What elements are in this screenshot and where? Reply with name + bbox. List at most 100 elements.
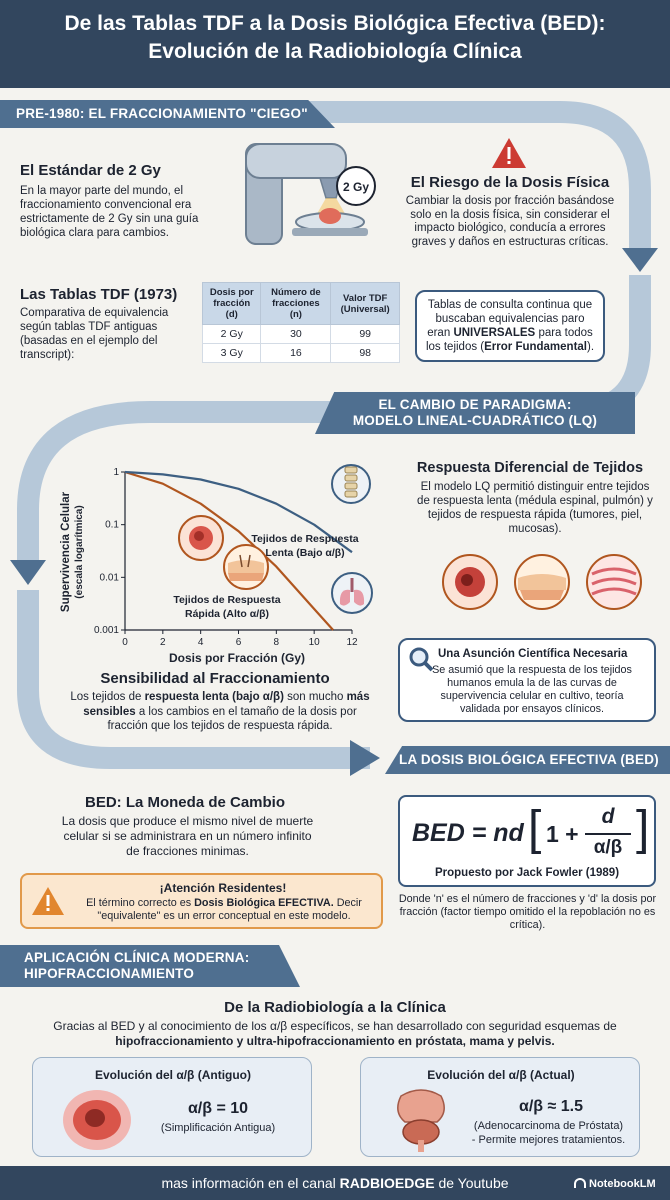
- assumption-title: Una Asunción Científica Necesaria: [438, 648, 628, 660]
- formula-fraction-bar: [585, 833, 631, 835]
- sensitivity-text-bold: respuesta lenta (bajo α/β): [144, 691, 284, 703]
- brand-name: NotebookLM: [589, 1178, 656, 1190]
- tdf-table: Dosis por fracción (d) Número de fraccio…: [201, 282, 400, 363]
- x-axis-label: Dosis por Fracción (Gy): [169, 651, 305, 665]
- machine-label: 2 Gy: [343, 180, 369, 194]
- callout-bold: UNIVERSALES: [453, 327, 536, 339]
- standard-title: El Estándar de 2 Gy: [20, 162, 161, 179]
- bed-formula-box: BED = nd [ 1 + d α/β ] Propuesto por Jac…: [398, 795, 656, 887]
- old-card-title: Evolución del α/β (Antiguo): [94, 1068, 252, 1082]
- table-header: Dosis por fracción (d): [201, 282, 262, 325]
- slow-series-label: Lenta (Bajo α/β): [265, 547, 344, 559]
- x-tick-label: 0: [122, 637, 128, 648]
- fast-series-label: Tejidos de Respuesta: [173, 594, 280, 606]
- section3-band: LA DOSIS BIOLÓGICA EFECTIVA (BED): [385, 746, 670, 774]
- table-header: Número de fracciones (n): [260, 282, 332, 325]
- page-title-line1: De las Tablas TDF a la Dosis Biológica E…: [64, 12, 606, 35]
- table-cell: 98: [330, 343, 400, 363]
- y-tick-label: 1: [113, 467, 119, 478]
- clinic-text: Gracias al BED y al conocimiento de los …: [20, 1019, 650, 1049]
- linac-machine-icon: 2 Gy: [245, 143, 376, 245]
- footer-channel-link[interactable]: RADBIOEDGE: [339, 1175, 435, 1191]
- x-tick-label: 4: [198, 637, 204, 648]
- x-tick-label: 12: [346, 637, 358, 648]
- section2-band-line2: MODELO LINEAL-CUADRÁTICO (LQ): [352, 413, 598, 428]
- tissue-icons: [442, 554, 642, 610]
- slow-response-curve: [124, 470, 353, 554]
- sensitivity-title: Sensibilidad al Fraccionamiento: [100, 670, 330, 687]
- table-cell: 2 Gy: [201, 324, 262, 344]
- y-tick-label: 0.001: [94, 625, 119, 636]
- slow-series-label: Tejidos de Respuesta: [251, 533, 358, 545]
- table-cell: 99: [330, 324, 400, 344]
- y-axis-label-sub: (escala logarítmica): [74, 505, 85, 598]
- assumption-text: Se asumió que la respuesta de los tejido…: [432, 664, 632, 715]
- y-tick-label: 0.1: [105, 520, 119, 531]
- new-card-title: Evolución del α/β (Actual): [427, 1068, 575, 1082]
- warning-icon: [492, 138, 526, 168]
- tdf-callout: Tablas de consulta continua que buscaban…: [415, 290, 605, 362]
- warning-text: El término correcto es Dosis Biológica E…: [66, 897, 382, 923]
- warning-icon: [32, 887, 64, 915]
- coin-title: BED: La Moneda de Cambio: [84, 794, 286, 811]
- table-header-row: Dosis por fracción (d) Número de fraccio…: [201, 282, 400, 325]
- footer-text-part: de Youtube: [438, 1175, 509, 1191]
- diff-title: Respuesta Diferencial de Tejidos: [416, 460, 644, 476]
- section4-band-line2: HIPOFRACCIONAMIENTO: [24, 966, 195, 981]
- footer: mas información en el canal RADBIOEDGE d…: [0, 1166, 670, 1200]
- clinic-text-part: Gracias al BED y al conocimiento de los …: [53, 1019, 617, 1033]
- formula-denominator: α/β: [593, 837, 623, 858]
- old-alpha-beta-note: (Simplificación Antigua): [160, 1122, 276, 1134]
- page-title-line2: Evolución de la Radiobiología Clínica: [148, 40, 522, 63]
- alpha-beta-new-card: Evolución del α/β (Actual) α/β ≈ 1.5 (Ad…: [360, 1057, 640, 1157]
- section2-band-line1: EL CAMBIO DE PARADIGMA:: [378, 397, 572, 412]
- brand-icon: [574, 1178, 586, 1188]
- warning-title: ¡Atención Residentes!: [159, 881, 287, 895]
- section1-band: PRE-1980: EL FRACCIONAMIENTO "CIEGO": [0, 100, 335, 128]
- x-tick-label: 10: [309, 637, 321, 648]
- tumor-cell-icon: [63, 1090, 131, 1150]
- warning-text-part: El término correcto es: [86, 897, 192, 909]
- formula-bracket-left: [: [528, 802, 542, 855]
- fast-response-curve: [124, 470, 334, 631]
- formula-proposed: Propuesto por Jack Fowler (1989): [434, 867, 620, 879]
- spine-icon: [331, 464, 371, 504]
- callout-text: ).: [587, 341, 595, 353]
- mucosa-icon: [586, 554, 642, 610]
- residents-warning: ¡Atención Residentes! El término correct…: [20, 873, 383, 929]
- magnifier-icon: [409, 647, 434, 672]
- table-row: 2 Gy 30 99: [201, 324, 400, 344]
- assumption-callout: Una Asunción Científica Necesaria Se asu…: [398, 638, 656, 722]
- section4-band: APLICACIÓN CLÍNICA MODERNA: HIPOFRACCION…: [0, 945, 300, 987]
- fast-series-label: Rápida (Alto α/β): [185, 608, 269, 620]
- x-tick-label: 6: [236, 637, 242, 648]
- clinic-text-bold: hipofraccionamiento y ultra-hipofraccion…: [115, 1034, 555, 1048]
- header-banner: De las Tablas TDF a la Dosis Biológica E…: [0, 0, 670, 88]
- footer-text: mas información en el canal RADBIOEDGE d…: [0, 1175, 670, 1191]
- footer-text-part: mas información en el canal: [161, 1175, 336, 1191]
- section2-band: EL CAMBIO DE PARADIGMA: MODELO LINEAL-CU…: [315, 392, 635, 434]
- tdf-text: Comparativa de equivalencia según tablas…: [20, 307, 169, 361]
- formula-numerator: d: [601, 805, 615, 828]
- sensitivity-text-part: son mucho: [287, 691, 344, 703]
- callout-text: para todos los tejidos (: [425, 327, 593, 353]
- warning-text-part: Decir "equivalente" es un error conceptu…: [97, 897, 362, 922]
- prostate-icon: [397, 1089, 445, 1152]
- tumor-cell-icon: [178, 515, 224, 561]
- sensitivity-text-bold: más sensibles: [83, 691, 370, 718]
- diff-text: El modelo LQ permitió distinguir entre t…: [417, 481, 653, 535]
- section1-band-label: PRE-1980: EL FRACCIONAMIENTO "CIEGO": [16, 106, 308, 121]
- sensitivity-text-part: Los tejidos de: [70, 691, 142, 703]
- table-cell: 16: [260, 343, 332, 363]
- coin-text: La dosis que produce el mismo nivel de m…: [61, 814, 314, 858]
- formula-note: Donde 'n' es el número de fracciones y '…: [398, 893, 657, 931]
- standard-text: En la mayor parte del mundo, el fraccion…: [20, 185, 199, 239]
- table-row: 3 Gy 16 98: [201, 343, 400, 363]
- risk-text: Cambiar la dosis por fracción basándose …: [405, 195, 615, 248]
- tdf-title: Las Tablas TDF (1973): [20, 286, 178, 303]
- skin-icon: [223, 544, 269, 590]
- table-header: Valor TDF (Universal): [330, 282, 400, 325]
- clinic-title: De la Radiobiología a la Clínica: [224, 999, 446, 1016]
- callout-bold: Error Fundamental: [484, 341, 588, 353]
